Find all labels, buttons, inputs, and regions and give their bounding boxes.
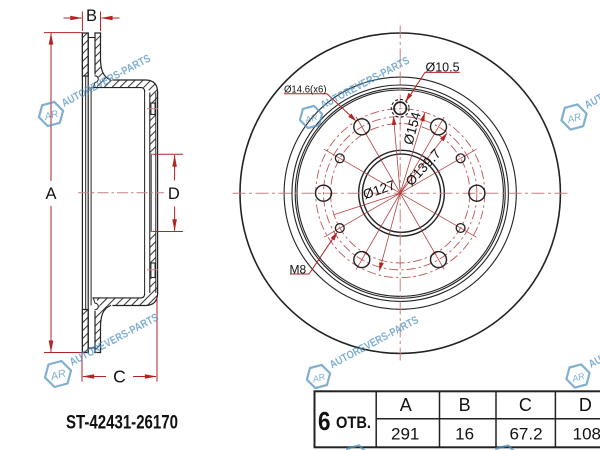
svg-text:B: B [86,7,97,25]
svg-text:AR: AR [48,368,67,384]
svg-text:Ø10.5: Ø10.5 [426,61,460,75]
svg-text:C: C [519,395,532,415]
svg-text:A: A [45,185,56,203]
svg-text:6: 6 [318,406,331,436]
svg-text:D: D [579,395,592,415]
svg-text:A: A [400,395,412,415]
svg-text:67.2: 67.2 [509,425,542,444]
svg-text:16: 16 [455,425,474,444]
svg-text:ST-42431-26170: ST-42431-26170 [66,413,178,434]
svg-text:291: 291 [391,425,419,444]
svg-text:M8: M8 [290,263,307,277]
svg-text:D: D [168,185,180,203]
svg-text:AR: AR [565,112,582,126]
svg-text:ОТВ.: ОТВ. [336,414,371,432]
svg-text:AR: AR [303,112,319,125]
svg-text:B: B [459,395,471,415]
svg-text:AR: AR [570,371,586,384]
svg-text:Ø14.6(x6): Ø14.6(x6) [284,84,327,96]
svg-text:108: 108 [573,425,600,444]
svg-text:C: C [113,367,126,387]
svg-text:AR: AR [42,109,59,123]
svg-text:AR: AR [311,371,327,384]
